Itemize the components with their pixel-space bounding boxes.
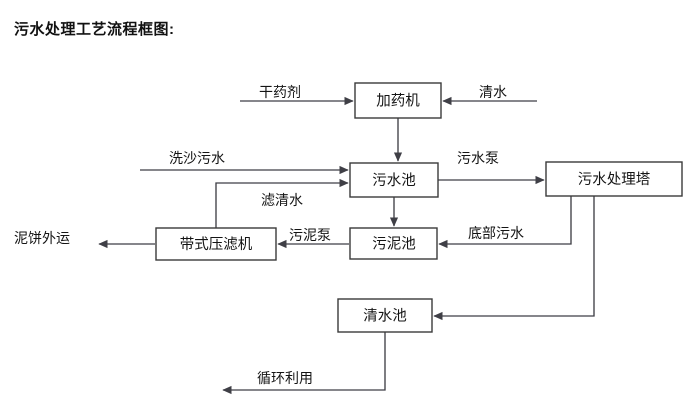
label-sludge-pump: 污泥泵	[289, 227, 331, 243]
node-dosing-machine-label: 加药机	[376, 92, 420, 109]
edge-clear-water-pool-to-recycle	[222, 332, 386, 395]
label-wastewater-pump: 污水泵	[457, 150, 499, 166]
label-filtered-water: 滤清水	[261, 192, 303, 208]
label-dry-chemical: 干药剂	[259, 84, 301, 100]
node-sludge-pool-label: 污泥池	[372, 235, 416, 252]
label-recycle-reuse: 循环利用	[257, 370, 313, 386]
node-dosing-machine[interactable]: 加药机	[354, 82, 442, 119]
node-wastewater-pool-label: 污水池	[372, 172, 416, 189]
label-bottom-sewage: 底部污水	[468, 225, 524, 241]
node-treatment-tower[interactable]: 污水处理塔	[545, 161, 683, 197]
label-mud-cake-shipout: 泥饼外运	[14, 230, 70, 246]
label-sand-wash-sewage: 洗沙污水	[169, 150, 225, 166]
node-belt-filter-press[interactable]: 带式压滤机	[155, 227, 277, 261]
edge-treatment-tower-to-clear-water-pool	[433, 196, 595, 321]
node-sludge-pool[interactable]: 污泥池	[349, 227, 438, 260]
edge-belt-press-to-wastewater-pool-filtered	[215, 178, 349, 228]
edge-treatment-tower-to-sludge-pool	[438, 196, 572, 249]
label-clean-water: 清水	[479, 84, 507, 100]
node-belt-filter-press-label: 带式压滤机	[180, 236, 253, 253]
node-clear-water-pool[interactable]: 清水池	[337, 298, 433, 333]
page-title: 污水处理工艺流程框图:	[14, 21, 175, 38]
node-clear-water-pool-label: 清水池	[363, 307, 407, 324]
node-treatment-tower-label: 污水处理塔	[578, 171, 651, 188]
node-wastewater-pool[interactable]: 污水池	[349, 162, 439, 198]
